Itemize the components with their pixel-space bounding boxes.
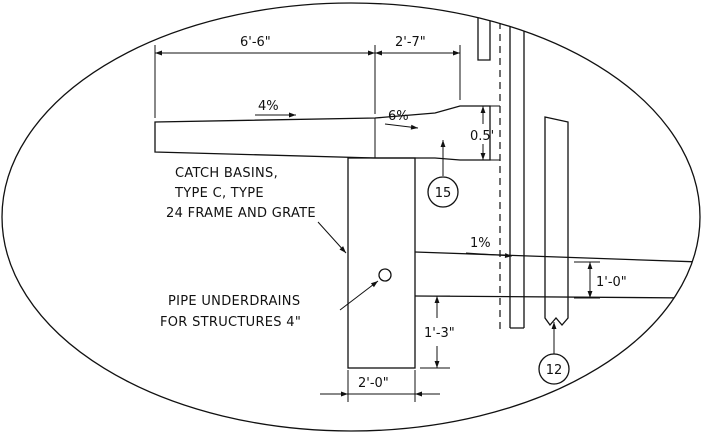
slope-label-1: 1%	[470, 236, 491, 251]
pipe-line-lower	[414, 295, 700, 299]
dim-label-05: 0.5'	[470, 129, 494, 144]
note-underdrain-line1: PIPE UNDERDRAINS	[168, 294, 300, 309]
callout-12-label: 12	[546, 363, 563, 378]
dim-label-1-3: 1'-3"	[424, 326, 455, 341]
dim-label-2-7: 2'-7"	[395, 35, 426, 50]
slope-arrow-1	[465, 252, 513, 258]
callout-15-label: 15	[435, 186, 452, 201]
note-underdrain-leader	[339, 280, 379, 311]
slab-outline	[154, 105, 491, 161]
note-catch-basin-line3: 24 FRAME AND GRATE	[166, 206, 316, 221]
callout-15-circle	[427, 176, 459, 208]
curb-block	[544, 116, 569, 327]
note-underdrain-line2: FOR STRUCTURES 4"	[160, 315, 301, 330]
callout-12-circle	[538, 353, 570, 385]
slope-label-4: 4%	[258, 99, 279, 114]
dim-label-6-6: 6'-6"	[240, 35, 271, 50]
note-catch-basin-line1: CATCH BASINS,	[175, 166, 278, 181]
wall-outline	[477, 5, 491, 61]
note-catch-basin-line2: TYPE C, TYPE	[174, 186, 264, 201]
dim-label-2-0: 2'-0"	[358, 376, 389, 391]
note-catch-basin-leader	[317, 221, 347, 254]
underdrain-pipe	[378, 268, 392, 282]
slope-arrow-6	[384, 123, 419, 130]
catch-basin-box	[347, 157, 416, 369]
pipe-line-upper	[414, 251, 700, 263]
dim-label-1-0: 1'-0"	[596, 275, 627, 290]
slope-label-6: 6%	[388, 109, 409, 124]
